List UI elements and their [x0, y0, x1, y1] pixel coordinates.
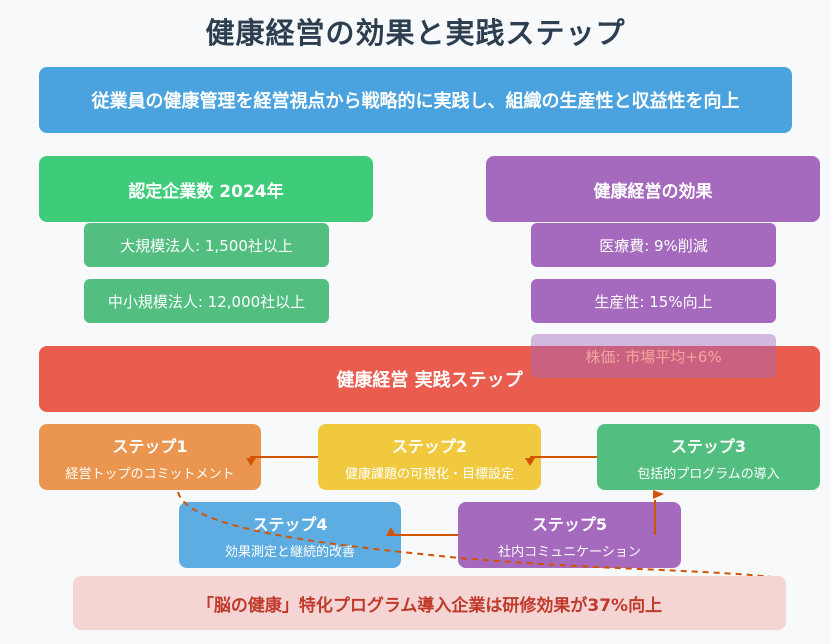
step-1-title: ステップ1 — [112, 436, 188, 456]
steps-header: 健康経営 実践ステップ — [39, 346, 820, 412]
page-title: 健康経営の効果と実践ステップ — [205, 16, 626, 50]
step-3-desc: 包括的プログラムの導入 — [637, 466, 780, 482]
step-1: ステップ1 経営トップのコミットメント — [39, 424, 261, 490]
arrow-head-step3 — [653, 490, 664, 499]
step-1-desc: 経営トップのコミットメント — [65, 466, 235, 482]
step-2-title: ステップ2 — [391, 436, 468, 456]
step-5-desc: 社内コミュニケーション — [498, 544, 641, 560]
step-4-desc: 効果測定と継続的改善 — [224, 544, 355, 560]
step-3: ステップ3 包括的プログラムの導入 — [597, 424, 820, 490]
footer-highlight: 「脳の健康」特化プログラム導入企業は研修効果が37%向上 — [73, 576, 786, 630]
certification-item-sme: 中小規模法人: 12,000社以上 — [84, 279, 329, 323]
step-4-title: ステップ4 — [252, 514, 328, 534]
step-2-desc: 健康課題の可視化・目標設定 — [344, 466, 514, 482]
certification-item-large: 大規模法人: 1,500社以上 — [84, 223, 329, 267]
effect-item-medical: 医療費: 9%削減 — [531, 223, 776, 267]
summary-banner: 従業員の健康管理を経営視点から戦略的に実践し、組織の生産性と収益性を向上 — [39, 67, 792, 133]
effects-header: 健康経営の効果 — [486, 156, 820, 222]
effect-item-productivity: 生産性: 15%向上 — [531, 279, 776, 323]
step-5-title: ステップ5 — [531, 514, 608, 534]
step-3-title: ステップ3 — [670, 436, 747, 456]
step-4: ステップ4 効果測定と継続的改善 — [179, 502, 401, 568]
step-2: ステップ2 健康課題の可視化・目標設定 — [318, 424, 541, 490]
effect-item-stock: 株価: 市場平均+6% — [531, 334, 776, 378]
certification-header: 認定企業数 2024年 — [39, 156, 373, 222]
step-5: ステップ5 社内コミュニケーション — [458, 502, 681, 568]
